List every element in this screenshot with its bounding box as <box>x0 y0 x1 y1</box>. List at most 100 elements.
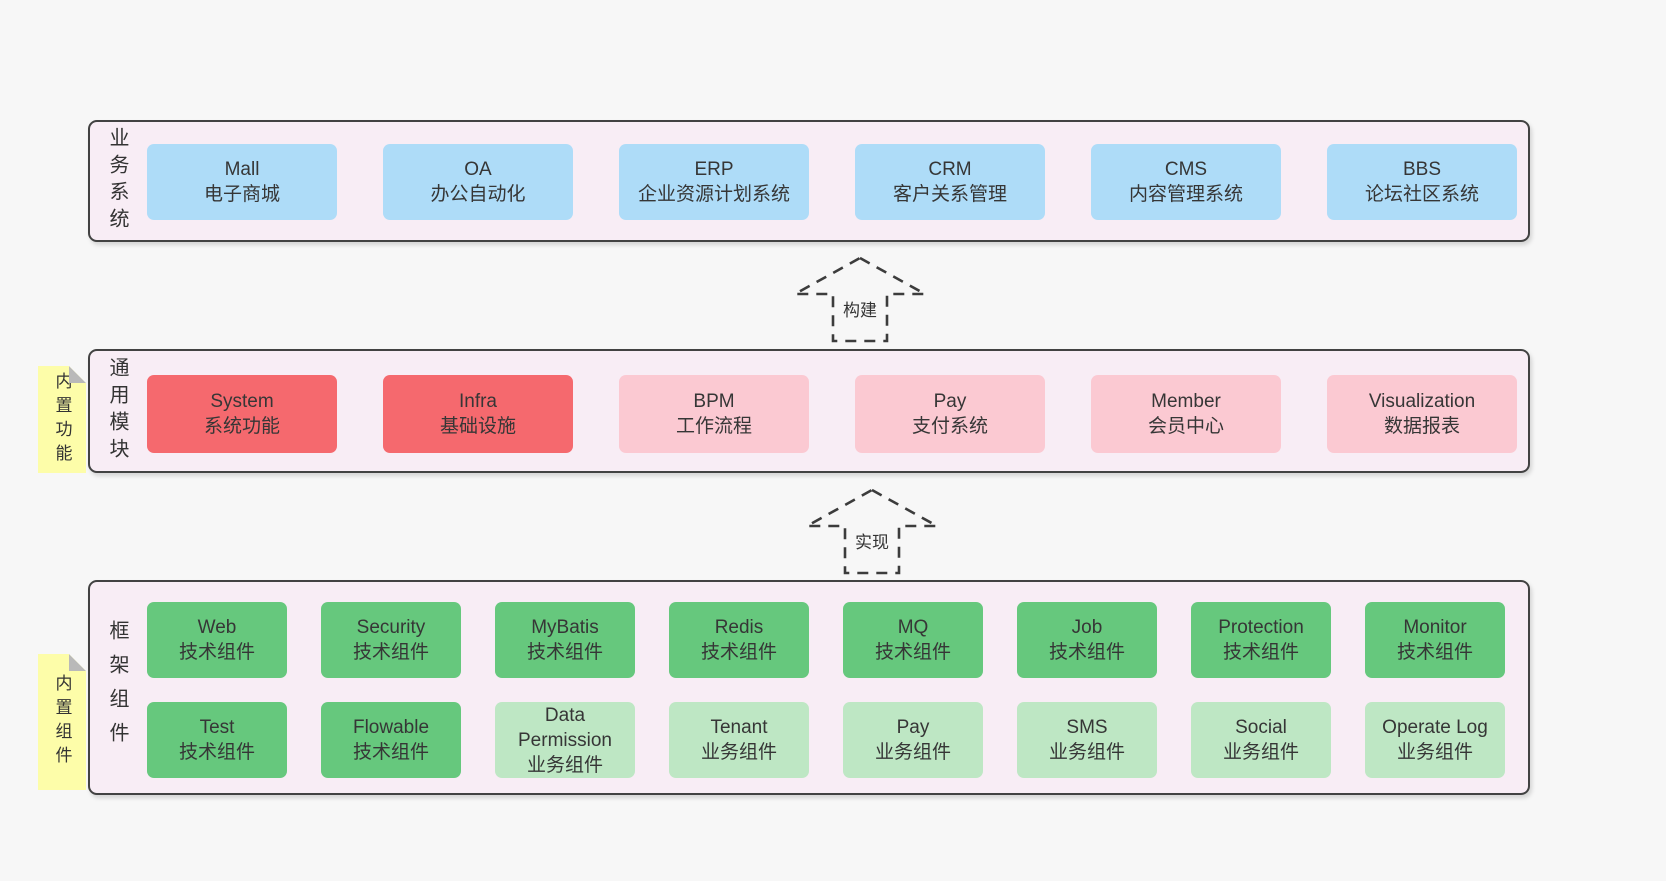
arrow-label: 构建 <box>840 295 880 322</box>
box-title: SMS <box>1066 717 1108 738</box>
folded-corner-icon <box>69 654 86 671</box>
box-pay: Pay 支付系统 <box>855 375 1045 453</box>
box-visualization: Visualization 数据报表 <box>1327 375 1517 453</box>
layer-business-systems: 业务系统 Mall 电子商城 OA 办公自动化 ERP 企业资源计划系统 CRM 客户关系管理… <box>88 120 1530 242</box>
box-title: Protection <box>1218 617 1304 638</box>
box-subtitle: 工作流程 <box>675 416 752 437</box>
box-redis: Redis 技术组件 <box>669 602 809 678</box>
box-subtitle: 技术组件 <box>1222 642 1299 663</box>
layer-label: 业务系统 <box>106 127 128 235</box>
box-title: Job <box>1071 617 1103 638</box>
box-protection: Protection 技术组件 <box>1191 602 1331 678</box>
layer-common-modules: 通用模块 System 系统功能 Infra 基础设施 BPM 工作流程 Pay 支付系统 Me… <box>88 349 1530 473</box>
box-title: MQ <box>897 617 929 638</box>
box-title: Social <box>1235 717 1287 738</box>
box-subtitle: 系统功能 <box>203 416 280 437</box>
box-title: Tenant <box>710 717 768 738</box>
box-title: CRM <box>928 159 972 180</box>
box-subtitle: 办公自动化 <box>430 184 526 205</box>
box-title: BBS <box>1402 159 1442 180</box>
box-subtitle: 技术组件 <box>352 642 429 663</box>
box-security: Security 技术组件 <box>321 602 461 678</box>
box-subtitle: 数据报表 <box>1383 416 1460 437</box>
sticky-note-label: 内置组件 <box>52 674 72 770</box>
box-web: Web 技术组件 <box>147 602 287 678</box>
box-title: Mall <box>224 159 260 180</box>
box-title: System <box>210 391 274 412</box>
box-subtitle: 业务组件 <box>1048 742 1125 763</box>
box-subtitle: 支付系统 <box>911 416 988 437</box>
box-title: Security <box>356 617 426 638</box>
box-pay: Pay 业务组件 <box>843 702 983 778</box>
box-subtitle: 技术组件 <box>1396 642 1473 663</box>
box-title: Member <box>1151 391 1221 412</box>
sticky-note-built-in-components: 内置组件 <box>38 654 86 790</box>
box-member: Member 会员中心 <box>1091 375 1281 453</box>
build-arrow: 构建 <box>792 255 928 345</box>
box-subtitle: 技术组件 <box>178 742 255 763</box>
box-subtitle: 业务组件 <box>526 754 603 776</box>
folded-corner-icon <box>69 366 86 383</box>
sticky-note-label: 内置功能 <box>52 371 72 468</box>
layer-label: 框架组件 <box>106 619 128 756</box>
box-sms: SMS 业务组件 <box>1017 702 1157 778</box>
box-title: CMS <box>1164 159 1208 180</box>
box-title: OA <box>464 159 492 180</box>
box-subtitle: 电子商城 <box>203 184 280 205</box>
box-social: Social 业务组件 <box>1191 702 1331 778</box>
box-subtitle: 基础设施 <box>439 416 516 437</box>
box-subtitle: 技术组件 <box>874 642 951 663</box>
box-subtitle: 企业资源计划系统 <box>637 184 790 205</box>
box-subtitle: 技术组件 <box>178 642 255 663</box>
box-cms: CMS 内容管理系统 <box>1091 144 1281 220</box>
box-title: Operate Log <box>1382 717 1488 738</box>
box-erp: ERP 企业资源计划系统 <box>619 144 809 220</box>
layer-label: 通用模块 <box>106 357 128 465</box>
box-subtitle: 技术组件 <box>526 642 603 663</box>
box-title: Test <box>199 717 235 738</box>
box-subtitle: 内容管理系统 <box>1128 184 1243 205</box>
box-system: System 系统功能 <box>147 375 337 453</box>
box-title: ERP <box>694 159 734 180</box>
box-title: Visualization <box>1368 391 1476 412</box>
box-title: Infra <box>458 391 498 412</box>
box-title: Flowable <box>352 717 430 738</box>
box-mq: MQ 技术组件 <box>843 602 983 678</box>
box-subtitle: 论坛社区系统 <box>1364 184 1479 205</box>
box-infra: Infra 基础设施 <box>383 375 573 453</box>
box-crm: CRM 客户关系管理 <box>855 144 1045 220</box>
box-title: BPM <box>693 391 735 412</box>
box-bbs: BBS 论坛社区系统 <box>1327 144 1517 220</box>
box-title: Pay <box>896 717 930 738</box>
box-test: Test 技术组件 <box>147 702 287 778</box>
box-monitor: Monitor 技术组件 <box>1365 602 1505 678</box>
arrow-label: 实现 <box>852 527 892 554</box>
box-subtitle: 会员中心 <box>1147 416 1224 437</box>
dashed-up-arrow-icon <box>804 488 940 575</box>
box-title: Web <box>197 617 237 638</box>
box-title: Pay <box>933 391 967 412</box>
box-subtitle: 业务组件 <box>1396 742 1473 763</box>
box-subtitle: 业务组件 <box>700 742 777 763</box>
sticky-note-built-in-features: 内置功能 <box>38 366 86 473</box>
box-oa: OA 办公自动化 <box>383 144 573 220</box>
box-title: Redis <box>714 617 764 638</box>
box-tenant: Tenant 业务组件 <box>669 702 809 778</box>
box-subtitle: 技术组件 <box>352 742 429 763</box>
box-flowable: Flowable 技术组件 <box>321 702 461 778</box>
box-subtitle: 客户关系管理 <box>892 184 1007 205</box>
box-mall: Mall 电子商城 <box>147 144 337 220</box>
box-subtitle: 业务组件 <box>1222 742 1299 763</box>
box-bpm: BPM 工作流程 <box>619 375 809 453</box>
box-subtitle: 业务组件 <box>874 742 951 763</box>
box-subtitle: 技术组件 <box>700 642 777 663</box>
box-operate-log: Operate Log 业务组件 <box>1365 702 1505 778</box>
dashed-up-arrow-icon <box>792 256 928 343</box>
implement-arrow: 实现 <box>804 487 940 577</box>
box-title: Monitor <box>1403 617 1467 638</box>
